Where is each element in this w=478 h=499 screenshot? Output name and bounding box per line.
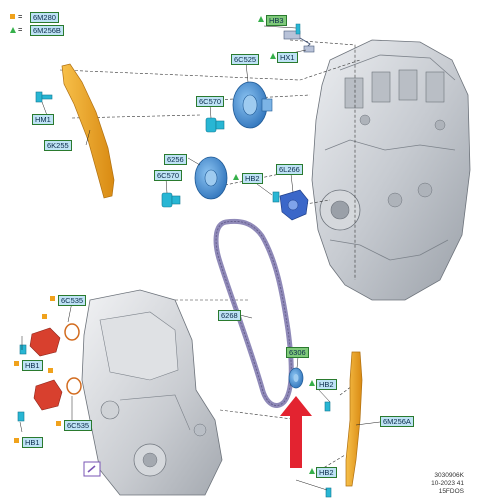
seal-marker <box>83 461 101 477</box>
vct-valve <box>283 23 315 53</box>
highlight-arrow <box>280 396 312 468</box>
cam-sprocket-upper <box>232 81 273 129</box>
square-marker-icon <box>48 368 53 373</box>
oil-control-solenoids <box>29 323 82 411</box>
triangle-marker-icon <box>270 53 276 59</box>
reference-code: 3030906K 10-2023 41 15FDOS <box>431 472 464 496</box>
label-6c535-bottom: 6C535 <box>64 420 93 431</box>
label-hb2-mid: HB2 <box>242 173 263 184</box>
triangle-marker-icon <box>309 468 315 474</box>
label-6k255: 6K255 <box>44 140 72 151</box>
label-hb3: HB3 <box>266 15 287 26</box>
bolts <box>17 91 332 498</box>
triangle-marker-icon <box>258 16 264 22</box>
reference-line-3: 15FDOS <box>438 488 464 495</box>
leader-lines <box>19 25 381 491</box>
label-hx1: HX1 <box>277 52 298 63</box>
label-6c525: 6C525 <box>231 54 260 65</box>
reference-line-1: 3030906K <box>434 472 464 479</box>
legend-triangle-code: 6M256B <box>30 25 64 36</box>
triangle-marker-icon <box>233 174 239 180</box>
label-6256: 6256 <box>164 154 187 165</box>
square-marker-icon <box>10 14 15 19</box>
timing-chain-guide-left <box>61 63 115 199</box>
triangle-marker-icon <box>309 380 315 386</box>
square-marker-icon <box>14 438 19 443</box>
label-6c570-mid: 6C570 <box>154 170 183 181</box>
label-6l266: 6L266 <box>276 164 303 175</box>
front-cover <box>81 289 223 496</box>
cam-sprocket-lower <box>194 156 228 200</box>
square-marker-icon <box>50 296 55 301</box>
square-marker-icon <box>14 361 19 366</box>
label-6268: 6268 <box>218 310 241 321</box>
label-6306: 6306 <box>286 347 309 358</box>
label-6c535-top: 6C535 <box>58 295 87 306</box>
label-hb2-bottom: HB2 <box>316 467 337 478</box>
label-6m256a: 6M256A <box>380 416 414 427</box>
label-hm1: HM1 <box>32 114 54 125</box>
square-marker-icon <box>42 314 47 319</box>
chain-tensioner <box>279 189 309 221</box>
label-hb2-right: HB2 <box>316 379 337 390</box>
triangle-marker-icon <box>10 27 16 33</box>
square-marker-icon <box>56 421 61 426</box>
label-hb1-bottom: HB1 <box>22 437 43 448</box>
tensioner-arm-right <box>345 351 363 487</box>
idler-pulley <box>288 367 304 389</box>
reference-line-2: 10-2023 41 <box>431 480 464 487</box>
legend-square-code: 6M280 <box>30 12 59 23</box>
label-6c570-top: 6C570 <box>196 96 225 107</box>
engine-block <box>311 39 471 301</box>
label-hb1-top: HB1 <box>22 360 43 371</box>
